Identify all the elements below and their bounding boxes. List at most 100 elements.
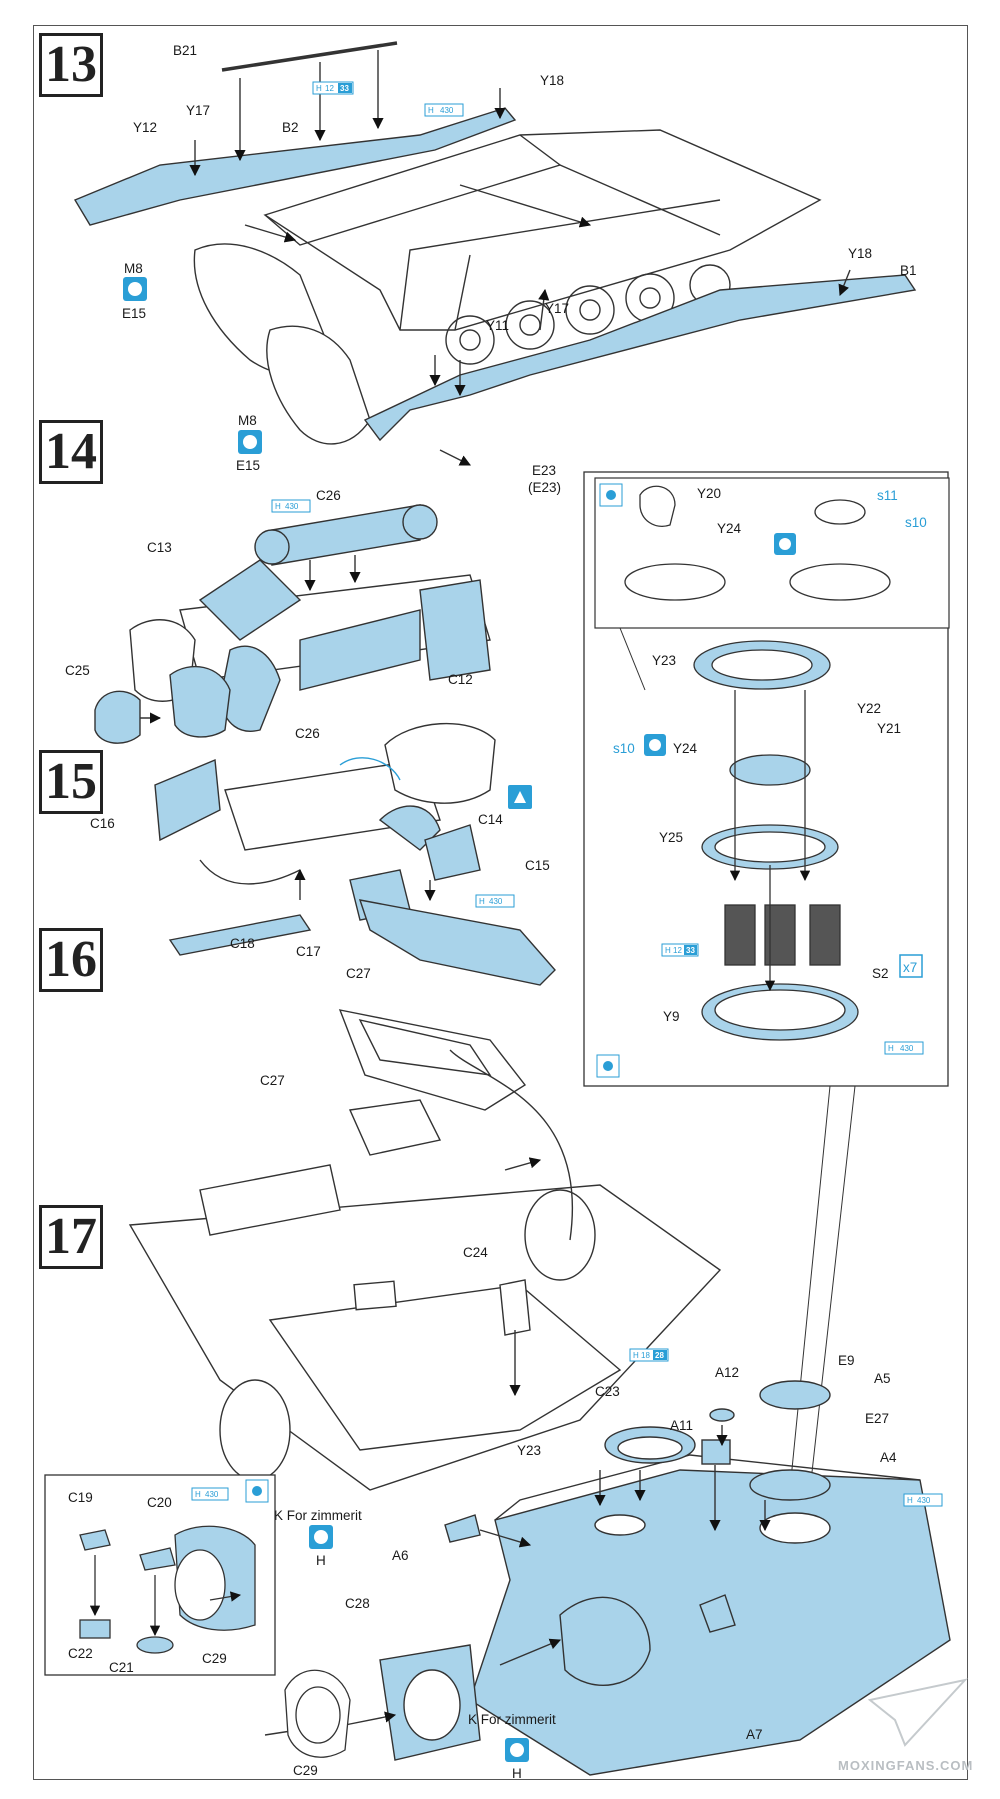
step-17-labels: E9 A12 A5 A11 E27 Y23 A4 A6 C28 A7 K For… [68,1353,897,1781]
svg-text:12: 12 [325,84,334,93]
svg-text:C22: C22 [68,1646,93,1661]
svg-text:28: 28 [655,1351,664,1360]
svg-text:Y9: Y9 [663,1009,680,1024]
svg-text:E15: E15 [236,458,260,473]
svg-text:C29: C29 [293,1763,318,1778]
svg-text:C21: C21 [109,1660,134,1675]
paint-h-icon: H 430 H 430 [191,1487,943,1507]
paint-h-icon: H 430 [475,894,515,908]
step-13-labels: B21 Y18 Y12 Y17 B2 M8 E15 Y18 B1 Y11 Y17… [122,43,917,495]
svg-text:Y17: Y17 [545,301,569,316]
svg-text:430: 430 [440,106,454,115]
svg-text:C23: C23 [595,1384,620,1399]
svg-text:Y24: Y24 [717,521,742,536]
svg-text:H: H [428,106,434,115]
svg-text:430: 430 [900,1044,914,1053]
svg-text:C25: C25 [65,663,90,678]
svg-text:B2: B2 [282,120,299,135]
step-16-number: 16 [39,928,103,992]
step-17-drawing [264,1380,951,1776]
svg-text:C20: C20 [147,1495,172,1510]
svg-text:MOXINGFANS.COM: MOXINGFANS.COM [838,1758,973,1773]
svg-text:Y22: Y22 [857,701,881,716]
svg-text:C27: C27 [260,1073,285,1088]
paint-h-icon: H 12 33 H 430 [661,943,924,1055]
quantity-badge [899,954,923,978]
svg-text:Y12: Y12 [133,120,157,135]
cement-icon [123,277,262,454]
svg-text:s10: s10 [613,741,635,756]
paint-h-icon: H 18 28 [629,1348,669,1362]
resin-drop-icon [596,483,623,1078]
svg-text:430: 430 [205,1490,219,1499]
svg-text:Y25: Y25 [659,830,683,845]
svg-text:Y24: Y24 [673,741,698,756]
svg-text:M8: M8 [238,413,257,428]
svg-text:430: 430 [489,897,503,906]
svg-text:A4: A4 [880,1450,897,1465]
svg-text:A12: A12 [715,1365,739,1380]
svg-text:E15: E15 [122,306,146,321]
svg-text:18: 18 [641,1351,650,1360]
photo-etch-icon [508,785,532,809]
svg-text:A7: A7 [746,1727,763,1742]
svg-text:12: 12 [673,946,682,955]
paint-h-icon: H 430 [271,499,311,513]
cement-icon [505,1738,529,1762]
svg-text:H: H [316,84,322,93]
svg-text:S2: S2 [872,966,889,981]
svg-text:430: 430 [917,1496,931,1505]
svg-text:C18: C18 [230,936,255,951]
svg-text:C19: C19 [68,1490,93,1505]
svg-text:H: H [195,1490,201,1499]
resin-drop-icon [245,1479,269,1503]
step-17-number: 17 [39,1205,103,1269]
svg-text:C26: C26 [316,488,341,503]
svg-text:H: H [907,1496,913,1505]
svg-text:A6: A6 [392,1548,409,1563]
step-13-number: 13 [39,33,103,97]
step-14-drawing [94,504,491,744]
watermark-logo: MOXINGFANS.COM [838,1678,973,1773]
svg-text:C17: C17 [296,944,321,959]
svg-text:H: H [665,946,671,955]
svg-text:H: H [633,1351,639,1360]
svg-text:H: H [512,1766,522,1781]
page-border [33,25,968,1780]
step-13-drawing [73,41,917,466]
svg-text:C24: C24 [463,1245,488,1260]
svg-text:K For zimmerit: K For zimmerit [274,1508,362,1523]
svg-text:(E23): (E23) [528,480,561,495]
cement-icon [309,1525,333,1549]
svg-text:C26: C26 [295,726,320,741]
svg-text:H: H [479,897,485,906]
svg-text:K For zimmerit: K For zimmerit [468,1712,556,1727]
svg-text:C28: C28 [345,1596,370,1611]
svg-text:C14: C14 [478,812,503,827]
svg-text:Y11: Y11 [486,318,509,333]
svg-text:M8: M8 [124,261,143,276]
step-14-labels: C26 C13 C25 C12 [65,488,473,687]
svg-text:s11: s11 [877,488,898,503]
svg-text:Y23: Y23 [652,653,676,668]
step-15-number: 15 [39,750,103,814]
svg-text:Y23: Y23 [517,1443,541,1458]
svg-text:H: H [888,1044,894,1053]
svg-text:C16: C16 [90,816,115,831]
svg-text:x7: x7 [903,960,917,975]
svg-text:C29: C29 [202,1651,227,1666]
svg-text:Y17: Y17 [186,103,210,118]
svg-text:H: H [275,502,281,511]
svg-text:C15: C15 [525,858,550,873]
step-16-labels: C27 C24 C23 K For zimmerit H [260,1073,620,1568]
step-14-number: 14 [39,420,103,484]
svg-text:A5: A5 [874,1371,891,1386]
svg-text:C13: C13 [147,540,172,555]
svg-text:C12: C12 [448,672,473,687]
paint-h-icon: H 12 33 H 430 [312,81,464,117]
svg-text:Y20: Y20 [697,486,721,501]
svg-text:C27: C27 [346,966,371,981]
step-15-drawing [154,722,556,986]
